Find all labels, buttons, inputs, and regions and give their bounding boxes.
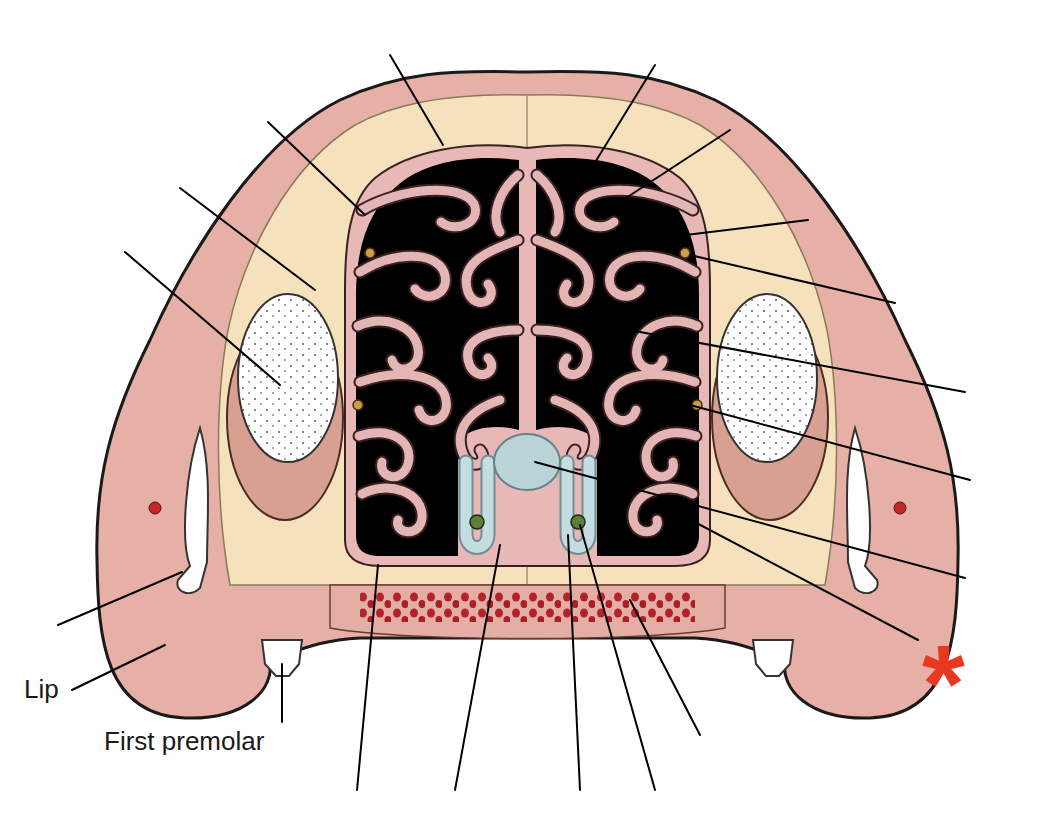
leader-lines [58,55,970,790]
palate-band [330,585,725,639]
palate-vessels [360,592,695,622]
part-label: First premolar [104,727,264,756]
part-label: Lip [24,675,59,704]
vomer [494,434,560,490]
conchae [358,175,697,532]
nasal-mucosa [345,145,710,566]
paired-structures [149,248,906,676]
skin-outline [97,71,958,718]
asterisk-marker: * [922,622,965,743]
